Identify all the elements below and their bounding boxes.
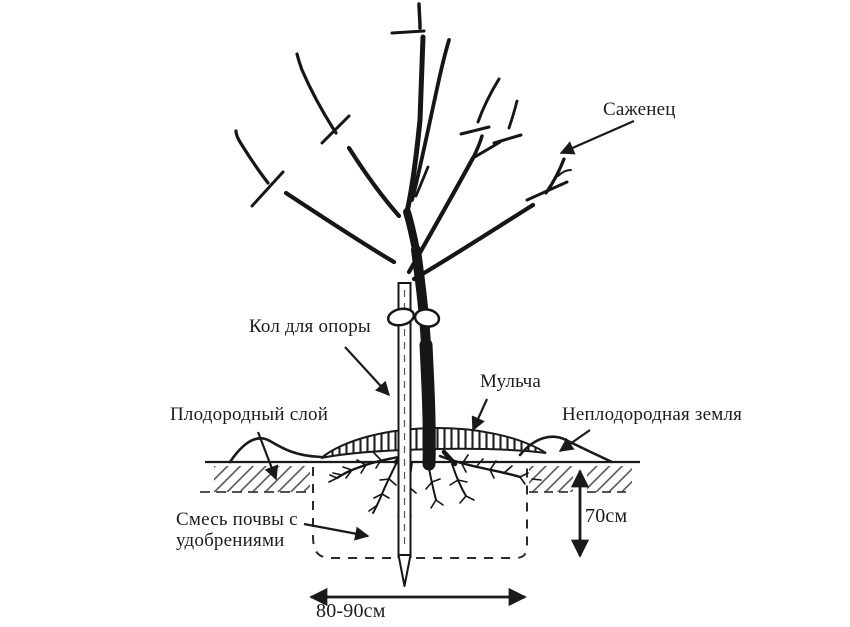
branch-upper-left	[346, 145, 402, 219]
pruning-mark-far-left	[250, 170, 285, 208]
tie-loop	[386, 307, 441, 328]
branch-upper-right-tip2	[507, 99, 519, 130]
label-sapling: Саженец	[603, 99, 676, 120]
pointer-arrow-infertile	[558, 429, 591, 452]
branches	[234, 2, 572, 282]
pointer-arrow-stake	[344, 346, 390, 397]
pointer-arrow-sapling	[559, 119, 635, 155]
label-soil-mix-line1: Смесь почвы с	[176, 509, 298, 530]
pruning-mark-right	[525, 180, 569, 202]
leader-stub	[417, 2, 422, 30]
branch-upper-right-tip1	[476, 77, 501, 124]
branch-inner-right	[410, 38, 451, 202]
pruning-mark-upper-left	[320, 114, 351, 145]
branch-upper-left-tip	[295, 52, 338, 135]
pruning-marks	[250, 29, 569, 208]
label-stake: Кол для опоры	[249, 316, 371, 337]
fertile-layer-hatch-right	[529, 466, 632, 493]
left-mound	[228, 436, 323, 464]
label-soil-mix-line2: удобрениями	[176, 530, 285, 551]
pruning-mark-inner-right	[414, 165, 430, 198]
pruning-mark-leader	[390, 29, 426, 35]
pointer-arrow-soilmix	[303, 522, 370, 541]
branch-upper-right	[406, 155, 476, 275]
label-mulch: Мульча	[480, 371, 541, 392]
label-soil-mix: Смесь почвы с удобрениями	[176, 509, 298, 551]
pointer-arrow-mulch	[471, 398, 489, 432]
central-leader	[404, 34, 426, 215]
branch-far-left	[283, 190, 397, 265]
branch-right-twig	[557, 169, 572, 177]
branch-right	[411, 202, 536, 282]
support-stake	[397, 282, 412, 587]
pit-outline	[312, 467, 529, 559]
pruning-mark-upper-right-2	[492, 133, 523, 145]
pointer-arrow-fertile	[256, 431, 279, 481]
pointer-arrows	[256, 119, 635, 541]
label-infertile-soil: Неплодородная земля	[562, 404, 743, 425]
pruning-mark-upper-right-1	[459, 125, 491, 136]
fertile-layer-hatch-left	[200, 466, 310, 493]
label-pit-width: 80-90см	[316, 600, 386, 622]
measure-arrows	[309, 469, 590, 607]
label-fertile-layer: Плодородный слой	[170, 404, 329, 425]
branch-far-left-tip	[234, 129, 270, 185]
label-pit-depth: 70см	[585, 505, 628, 527]
